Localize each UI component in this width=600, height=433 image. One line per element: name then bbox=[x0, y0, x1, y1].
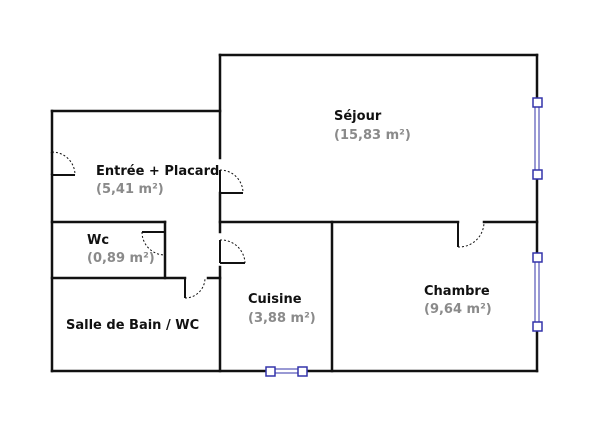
room-area-entree: (5,41 m²) bbox=[96, 182, 164, 197]
room-label-sdb: Salle de Bain / WC bbox=[66, 318, 199, 333]
window-cuisine-south bbox=[265, 366, 308, 377]
room-label-sejour: Séjour bbox=[334, 109, 382, 124]
room-area-chambre: (9,64 m²) bbox=[424, 302, 492, 317]
room-label-wc: Wc bbox=[87, 233, 109, 248]
window-chambre-east bbox=[532, 252, 543, 332]
room-area-wc: (0,89 m²) bbox=[87, 251, 155, 266]
walls bbox=[50, 53, 539, 373]
room-labels: Séjour (15,83 m²) Entrée + Placard (5,41… bbox=[66, 109, 492, 333]
window-sejour-east bbox=[532, 97, 543, 180]
windows bbox=[265, 97, 543, 377]
door-cuisine bbox=[219, 239, 246, 264]
room-label-chambre: Chambre bbox=[424, 284, 490, 299]
room-area-sejour: (15,83 m²) bbox=[334, 128, 411, 143]
doors bbox=[50, 151, 485, 299]
door-wc bbox=[141, 231, 166, 256]
room-label-cuisine: Cuisine bbox=[248, 292, 302, 307]
door-entrance bbox=[50, 151, 76, 176]
room-area-cuisine: (3,88 m²) bbox=[248, 311, 316, 326]
room-label-entree: Entrée + Placard bbox=[96, 164, 219, 179]
door-sdb bbox=[184, 277, 206, 299]
door-chambre bbox=[457, 221, 485, 248]
door-sejour bbox=[219, 169, 244, 194]
